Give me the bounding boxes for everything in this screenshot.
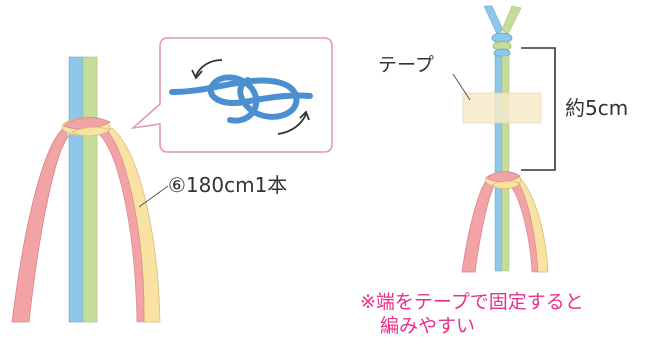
cord-spec-label: ⑥180cm1本: [168, 173, 288, 197]
label-leader: [138, 185, 169, 208]
tip-note-line2: 編みやすい: [380, 314, 476, 337]
tape: [462, 92, 542, 124]
core-cord-blue-right: [494, 55, 503, 272]
tape-label: テープ: [378, 54, 434, 76]
cord-end-right: [501, 5, 522, 35]
callout-box: [130, 37, 333, 153]
tape-leader: [452, 73, 471, 101]
knot: [61, 117, 111, 137]
tip-note-line1: ※端をテープで固定すると: [360, 291, 584, 313]
core-cord-green-right: [501, 55, 510, 272]
pink-cord-right-fig: [461, 177, 495, 273]
knot-right: [484, 171, 522, 190]
length-bracket: [521, 47, 556, 171]
core-cord-blue: [68, 56, 84, 323]
left-figure: [11, 56, 169, 323]
tip-note: ※端をテープで固定すると 編みやすい: [360, 291, 584, 339]
cord-end-left: [483, 5, 504, 35]
pink-cord: [11, 127, 69, 323]
pink-cord-right-back: [511, 181, 539, 273]
length-label: 約5cm: [565, 96, 629, 120]
rotate-arrow-icon: [191, 59, 310, 135]
callout-knot-detail: [130, 37, 333, 153]
pink-cord-right: [99, 128, 145, 323]
top-knot: [491, 32, 513, 58]
right-figure: [452, 5, 556, 273]
overhand-knot-drawing: [169, 74, 313, 124]
core-cord-green: [82, 56, 98, 323]
